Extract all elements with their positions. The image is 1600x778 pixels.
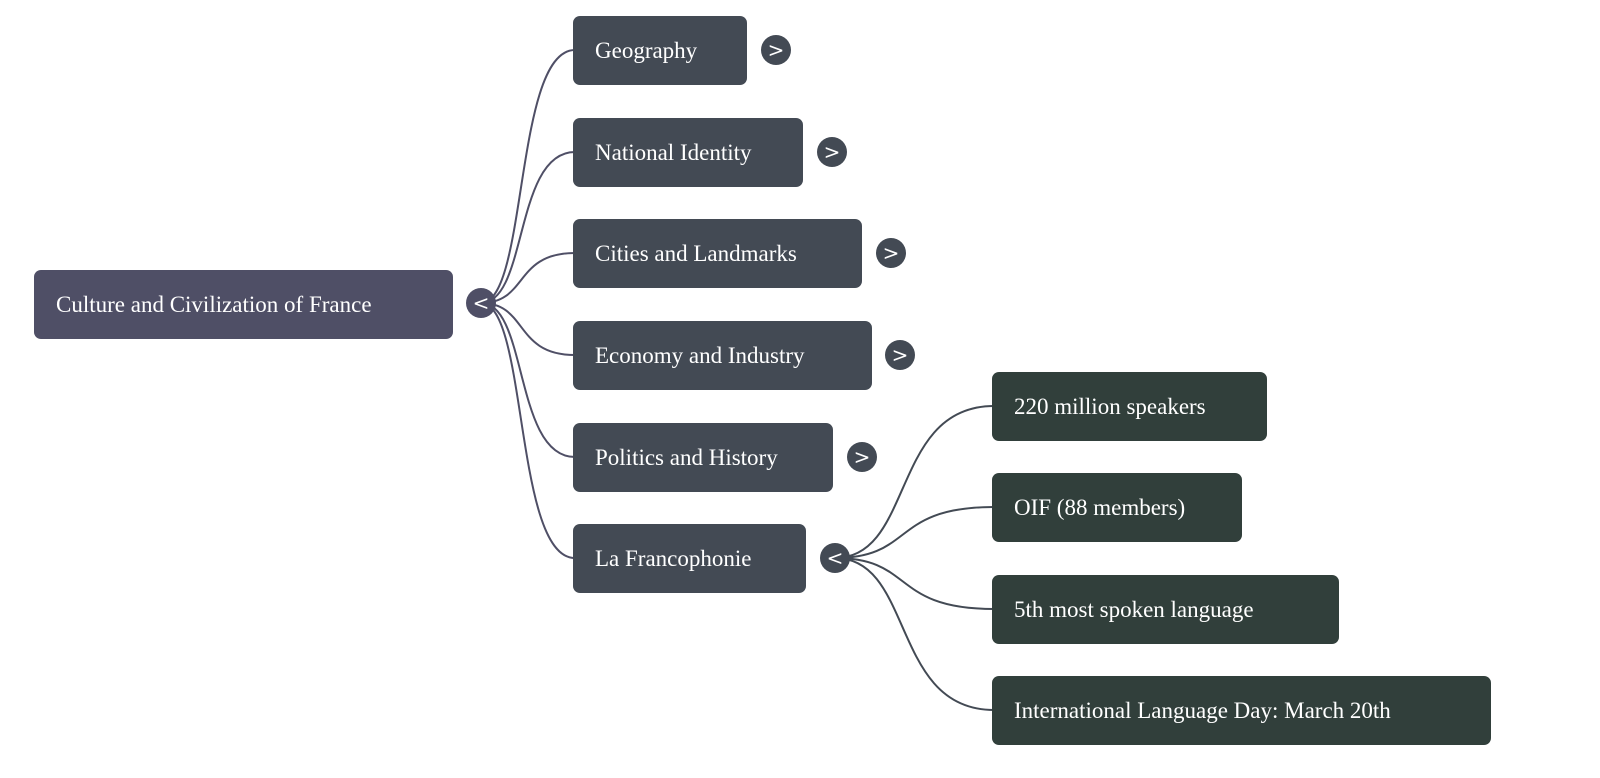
edge-root-branch xyxy=(480,302,576,458)
branch-francophonie[interactable]: La Francophonie xyxy=(573,524,806,593)
edge-root-branch xyxy=(480,151,576,304)
edge-root-branch xyxy=(480,49,576,304)
expand-economy-toggle[interactable]: > xyxy=(885,340,915,370)
branch-cities-landmarks[interactable]: Cities and Landmarks xyxy=(573,219,862,288)
edge-francophonie-leaf xyxy=(834,405,995,559)
leaf-speakers[interactable]: 220 million speakers xyxy=(992,372,1267,441)
expand-cities-toggle[interactable]: > xyxy=(876,238,906,268)
leaf-most-spoken[interactable]: 5th most spoken language xyxy=(992,575,1339,644)
branch-economy-industry[interactable]: Economy and Industry xyxy=(573,321,872,390)
expand-national-identity-toggle[interactable]: > xyxy=(817,137,847,167)
expand-politics-toggle[interactable]: > xyxy=(847,442,877,472)
edge-francophonie-leaf xyxy=(834,557,995,610)
collapse-francophonie-toggle[interactable]: < xyxy=(820,543,850,573)
edge-francophonie-leaf xyxy=(834,557,995,711)
branch-national-identity[interactable]: National Identity xyxy=(573,118,803,187)
leaf-language-day[interactable]: International Language Day: March 20th xyxy=(992,676,1491,745)
leaf-oif[interactable]: OIF (88 members) xyxy=(992,473,1242,542)
edge-root-branch xyxy=(480,302,576,559)
edge-root-branch xyxy=(480,252,576,304)
edge-francophonie-leaf xyxy=(834,506,995,559)
edge-root-branch xyxy=(480,302,576,356)
expand-geography-toggle[interactable]: > xyxy=(761,35,791,65)
branch-geography[interactable]: Geography xyxy=(573,16,747,85)
collapse-root-toggle[interactable]: < xyxy=(466,288,496,318)
root-node[interactable]: Culture and Civilization of France xyxy=(34,270,453,339)
branch-politics-history[interactable]: Politics and History xyxy=(573,423,833,492)
